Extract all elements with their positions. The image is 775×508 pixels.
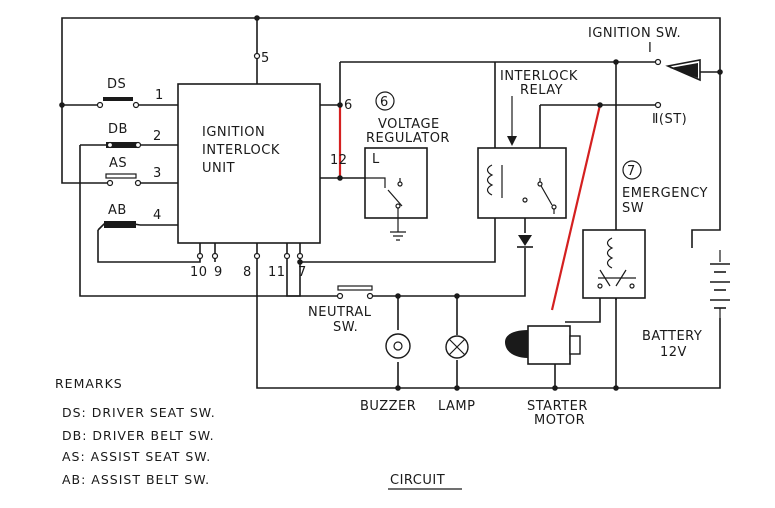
terminal-3: 3 xyxy=(153,166,162,181)
voltage-regulator-line2: REGULATOR xyxy=(366,131,450,146)
interlock-relay: INTERLOCK RELAY xyxy=(477,69,578,219)
battery-line2: 12V xyxy=(660,345,687,360)
buzzer-label: BUZZER xyxy=(360,399,416,414)
switch-db: DB xyxy=(106,122,138,148)
lamp: LAMP xyxy=(438,335,476,414)
battery-line1: BATTERY xyxy=(642,329,702,344)
switch-ab: AB xyxy=(97,203,141,231)
starter-motor: STARTER MOTOR xyxy=(505,325,588,428)
starter-motor-line1: STARTER xyxy=(527,399,588,414)
starter-motor-line2: MOTOR xyxy=(534,413,585,428)
interlock-relay-line1: INTERLOCK xyxy=(500,69,578,84)
remark-item: AB: ASSIST BELT SW. xyxy=(62,472,210,487)
terminal-points xyxy=(106,52,304,260)
emergency-switch: 7 EMERGENCY SW xyxy=(582,160,708,299)
terminal-11: 11 xyxy=(268,265,286,280)
ignition-interlock-unit: IGNITION INTERLOCK UNIT xyxy=(177,83,321,244)
switch-ab-label: AB xyxy=(108,203,127,218)
battery: BATTERY 12V xyxy=(642,250,730,360)
diode xyxy=(517,235,533,248)
terminal-1: 1 xyxy=(155,88,164,103)
terminal-2: 2 xyxy=(153,129,162,144)
terminal-5: 5 xyxy=(261,51,270,66)
neutral-switch-line1: NEUTRAL xyxy=(308,305,372,320)
terminal-8: 8 xyxy=(243,265,252,280)
terminal-7: 7 xyxy=(298,265,307,280)
ignition-switch-label: IGNITION SW. xyxy=(588,26,681,41)
buzzer: BUZZER xyxy=(360,333,416,414)
interlock-relay-line2: RELAY xyxy=(520,83,563,98)
terminal-10: 10 xyxy=(190,265,208,280)
emergency-switch-number: 7 xyxy=(627,164,636,179)
unit-label-line1: IGNITION xyxy=(202,125,265,140)
voltage-regulator-terminal-l: L xyxy=(372,152,380,167)
terminal-6: 6 xyxy=(344,98,353,113)
caption: CIRCUIT xyxy=(388,473,462,490)
terminal-9: 9 xyxy=(214,265,223,280)
unit-label-line3: UNIT xyxy=(202,161,235,176)
remark-item: AS: ASSIST SEAT SW. xyxy=(62,449,211,464)
terminal-4: 4 xyxy=(153,208,162,223)
terminal-numbers: 1 2 3 4 5 6 12 10 9 8 11 7 xyxy=(153,51,353,280)
neutral-switch-line2: SW. xyxy=(333,320,358,335)
junction-dots xyxy=(59,15,723,391)
neutral-switch: NEUTRAL SW. xyxy=(308,285,374,335)
ignition-position-st: Ⅱ(ST) xyxy=(652,112,687,127)
caption-label: CIRCUIT xyxy=(390,473,445,488)
switch-as-label: AS xyxy=(109,156,127,171)
ignition-switch: IGNITION SW. I Ⅱ(ST) xyxy=(588,26,701,127)
switch-as: AS xyxy=(105,156,142,187)
voltage-regulator: 6 VOLTAGE REGULATOR L xyxy=(364,91,450,241)
emergency-switch-line2: SW xyxy=(622,201,644,216)
terminal-12: 12 xyxy=(330,153,348,168)
voltage-regulator-number: 6 xyxy=(380,95,389,110)
emergency-switch-line1: EMERGENCY xyxy=(622,186,708,201)
remark-item: DS: DRIVER SEAT SW. xyxy=(62,405,216,420)
highlight-wiring xyxy=(338,104,602,311)
lamp-label: LAMP xyxy=(438,399,476,414)
switch-db-label: DB xyxy=(108,122,128,137)
remarks-title: REMARKS xyxy=(55,376,123,391)
remarks: REMARKS DS: DRIVER SEAT SW. DB: DRIVER B… xyxy=(55,376,216,487)
switch-ds: DS xyxy=(96,77,140,109)
voltage-regulator-line1: VOLTAGE xyxy=(378,117,440,132)
unit-label-line2: INTERLOCK xyxy=(202,143,280,158)
ignition-position-i: I xyxy=(648,41,652,56)
remark-item: DB: DRIVER BELT SW. xyxy=(62,428,215,443)
switch-ds-label: DS xyxy=(107,77,126,92)
